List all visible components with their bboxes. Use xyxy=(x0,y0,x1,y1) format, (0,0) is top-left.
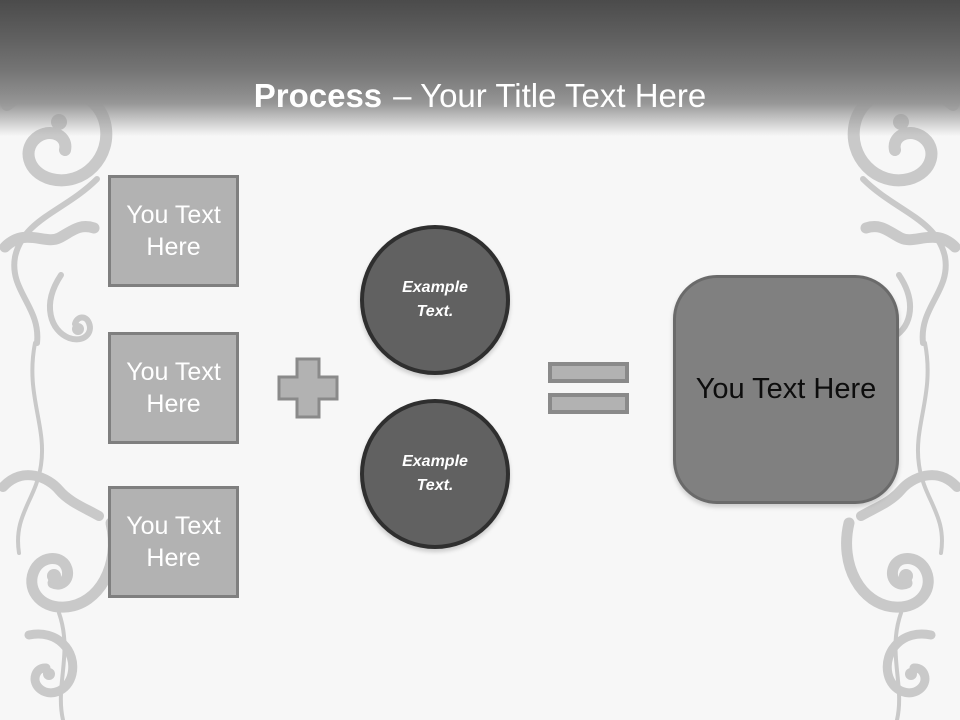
example-circle-1: Example Text. xyxy=(360,225,510,375)
page-title-keyword: Process xyxy=(253,77,383,115)
result-box-label: You Text Here xyxy=(695,373,877,405)
example-circle-2: Example Text. xyxy=(360,399,510,549)
input-box-2-label: You Text Here xyxy=(126,357,221,419)
equals-bar-bottom xyxy=(548,393,629,414)
example-circle-2-label: Example Text. xyxy=(402,453,468,494)
input-box-2: You Text Here xyxy=(108,332,239,444)
example-circle-1-label: Example Text. xyxy=(402,279,468,320)
page-title-subtitle: – Your Title Text Here xyxy=(393,77,707,115)
equals-icon xyxy=(548,362,629,414)
plus-icon xyxy=(277,357,339,419)
input-box-3-label: You Text Here xyxy=(126,511,221,573)
flourish-ornament-left xyxy=(0,95,119,720)
page-title: Process – Your Title Text Here xyxy=(0,66,960,126)
input-box-1-label: You Text Here xyxy=(126,200,221,262)
header-band xyxy=(0,0,960,136)
input-box-1: You Text Here xyxy=(108,175,239,287)
input-box-3: You Text Here xyxy=(108,486,239,598)
equals-bar-top xyxy=(548,362,629,383)
result-box: You Text Here xyxy=(673,275,899,504)
